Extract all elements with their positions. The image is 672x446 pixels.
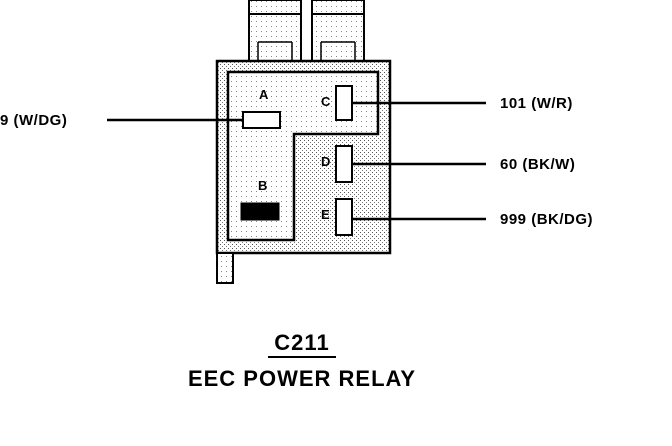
terminal-b <box>240 202 280 221</box>
connector-name: EEC POWER RELAY <box>188 366 416 391</box>
pin-label-a: A <box>259 87 269 102</box>
pin-label-b: B <box>258 178 267 193</box>
pin-label-d: D <box>321 154 330 169</box>
wire-leaders <box>107 101 486 221</box>
pin-label-e: E <box>321 207 330 222</box>
connector-tabs <box>248 0 365 63</box>
wire-label-d: 60 (BK/W) <box>500 156 575 173</box>
terminal-a <box>242 111 281 129</box>
terminal-e <box>335 198 353 236</box>
wire-label-e: 999 (BK/DG) <box>500 211 593 228</box>
connector-id: C211 <box>274 330 329 355</box>
terminal-c <box>335 85 353 121</box>
terminal-d <box>335 145 353 183</box>
wire-label-a: 9 (W/DG) <box>0 112 67 129</box>
wire-label-c: 101 (W/R) <box>500 95 573 112</box>
pin-label-c: C <box>321 94 331 109</box>
connector-key <box>216 252 234 284</box>
